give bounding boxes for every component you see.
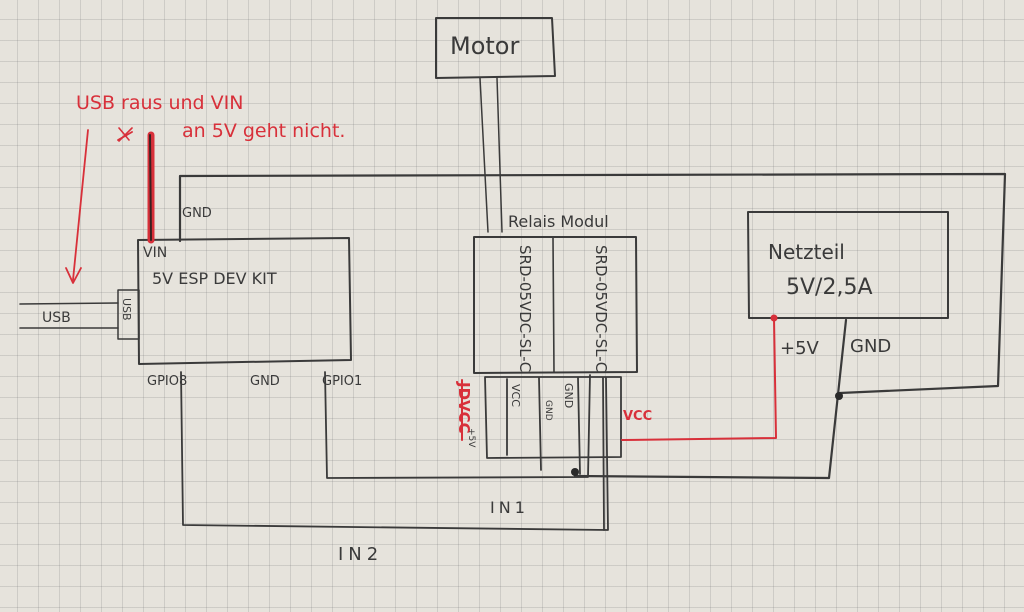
jdvcc-5v-label: +5V (466, 428, 476, 448)
in1-label: IN1 (490, 498, 529, 517)
annotation-line-2: an 5V geht nicht. (182, 120, 346, 142)
in2-label: IN2 (338, 544, 384, 565)
relay-module-label: Relais Modul (508, 212, 609, 231)
relay-1-label: SRD-05VDC-SL-C (516, 245, 534, 373)
motor-label: Motor (450, 32, 520, 60)
psu-gnd-label: GND (850, 336, 892, 357)
relay-module-box (473, 236, 638, 374)
usb-cable (19, 302, 119, 329)
esp-gnd-top-label: GND (182, 206, 212, 221)
motor-wire-left (479, 77, 489, 233)
usb-port-box (117, 289, 140, 340)
motor-wire-right (496, 77, 503, 233)
power-supply-box (747, 211, 949, 319)
gnd-bus-top (178, 172, 1007, 395)
usb-port-label: USB (120, 298, 133, 321)
relay-vcc-inner-label: VCC (509, 384, 522, 407)
psu-gnd-wire (573, 318, 848, 480)
esp-board-label: 5V ESP DEV KIT (152, 269, 277, 288)
relay-vcc-label: VCC (623, 409, 653, 424)
relay-pin-header (484, 376, 622, 459)
vin-label: VIN (143, 245, 168, 261)
psu-label-2: 5V/2,5A (786, 275, 873, 300)
usb-cable-label: USB (42, 310, 71, 326)
gpio8-wire (180, 371, 609, 531)
jdvcc-label: JDVCC (455, 382, 473, 434)
psu-5v-wire (621, 317, 777, 441)
esp-board (137, 237, 352, 365)
relay-2-label: SRD-05VDC-SL-C (592, 245, 610, 373)
motor-box (435, 17, 556, 79)
relay-gnd-2-label: GND (562, 383, 575, 409)
gpio8-label: GPIO8 (147, 374, 188, 389)
esp-gnd-bottom-label: GND (250, 374, 280, 389)
relay-gnd-1-label: GND (543, 400, 553, 421)
relay-divider (552, 237, 555, 373)
gpio1-label: GPIO1 (322, 374, 363, 389)
usb-arrow (72, 129, 89, 281)
gpio1-wire (324, 371, 591, 479)
annotation-line-1: USB raus und VIN (76, 92, 244, 114)
psu-label-1: Netzteil (768, 240, 845, 264)
psu-plus-label: +5V (780, 338, 819, 359)
